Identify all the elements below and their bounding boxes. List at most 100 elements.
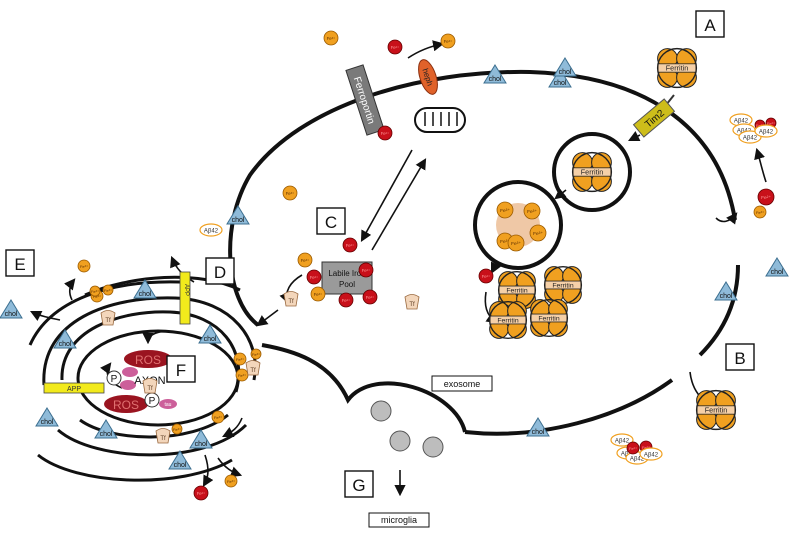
svg-text:P: P bbox=[149, 396, 156, 407]
svg-text:Fe³⁺: Fe³⁺ bbox=[173, 427, 181, 432]
cholesterol: chol bbox=[189, 429, 213, 449]
cholesterol: chol bbox=[53, 329, 77, 349]
svg-text:C: C bbox=[325, 213, 337, 232]
svg-text:Aβ42: Aβ42 bbox=[630, 457, 645, 463]
molecule-layer: Fe³⁺ Fe³⁺ Fe³⁺ Fe³⁺ Fe³⁺ Fe³⁺ Fe³⁺ Fe³⁺ Fe³⁺ Fe³⁺… bbox=[0, 30, 789, 501]
transferrin: Tf bbox=[404, 294, 420, 310]
svg-text:Fe³⁺: Fe³⁺ bbox=[286, 191, 295, 196]
transferrin: Tf bbox=[100, 310, 116, 326]
svg-text:Fe³⁺: Fe³⁺ bbox=[527, 209, 537, 215]
fe3-ion: Fe³⁺ bbox=[89, 285, 101, 297]
ros-lower: ROS bbox=[104, 395, 148, 413]
svg-text:Fe³⁺: Fe³⁺ bbox=[252, 352, 260, 357]
svg-text:chol: chol bbox=[59, 341, 72, 348]
svg-text:Fe²⁺: Fe²⁺ bbox=[391, 45, 400, 50]
panel-label-d: D bbox=[205, 257, 235, 285]
fe3-ion: Fe³⁺ bbox=[496, 201, 514, 219]
panel-label-a: A bbox=[695, 10, 725, 38]
app-label-upper: APP bbox=[183, 284, 189, 296]
fe2-ion: Fe²⁺ bbox=[757, 188, 775, 206]
phospho-tau-lower: P tau bbox=[144, 392, 177, 409]
svg-text:chol: chol bbox=[195, 441, 208, 448]
fe2-ion: Fe²⁺ bbox=[193, 485, 209, 501]
amyloid-beta: Aβ42 bbox=[754, 124, 778, 138]
svg-text:tau: tau bbox=[165, 402, 172, 408]
svg-text:Fe³⁺: Fe³⁺ bbox=[314, 292, 323, 297]
svg-text:chol: chol bbox=[100, 431, 113, 438]
app-protein-upper: APP bbox=[179, 271, 191, 325]
svg-text:Fe³⁺: Fe³⁺ bbox=[533, 231, 543, 237]
svg-text:Tf: Tf bbox=[250, 368, 256, 374]
exosome-label-box: exosome bbox=[431, 375, 493, 392]
svg-text:Tf: Tf bbox=[409, 302, 415, 308]
ferroportin-channel: Ferroportin bbox=[345, 64, 385, 136]
svg-text:chol: chol bbox=[139, 291, 152, 298]
svg-text:Fe³⁺: Fe³⁺ bbox=[756, 210, 764, 215]
svg-text:B: B bbox=[734, 349, 745, 368]
cholesterol: chol bbox=[94, 419, 118, 439]
panel-label-e: E bbox=[5, 249, 35, 277]
fe3-ion: Fe³⁺ bbox=[171, 423, 183, 435]
svg-text:Fe²⁺: Fe²⁺ bbox=[767, 121, 775, 126]
fe2-ion: Fe²⁺ bbox=[626, 441, 640, 455]
fe3-ion: Fe³⁺ bbox=[297, 252, 313, 268]
svg-text:Tf: Tf bbox=[288, 299, 294, 305]
svg-text:Ferritin: Ferritin bbox=[705, 406, 727, 415]
fe2-ion: Fe²⁺ bbox=[342, 237, 358, 253]
fe2-ion: Fe²⁺ bbox=[306, 269, 322, 285]
cholesterol: chol bbox=[168, 450, 192, 470]
amyloid-beta: Aβ42 bbox=[610, 433, 634, 447]
myelin-layer-2 bbox=[42, 296, 257, 386]
cholesterol: chol bbox=[548, 68, 572, 88]
cell-membrane-right bbox=[698, 264, 740, 357]
microglia-label-box: microglia bbox=[368, 512, 430, 528]
svg-text:Aβ42: Aβ42 bbox=[734, 119, 749, 125]
fe3-ion: Fe³⁺ bbox=[224, 474, 238, 488]
svg-text:chol: chol bbox=[232, 217, 245, 224]
svg-text:chol: chol bbox=[554, 80, 567, 87]
ferritin-cluster: Ferritin bbox=[488, 300, 528, 340]
fe2-ion: Fe²⁺ bbox=[377, 125, 393, 141]
fe3-ion: Fe³⁺ bbox=[523, 202, 541, 220]
svg-text:chol: chol bbox=[41, 419, 54, 426]
fe3-ion: Fe³⁺ bbox=[250, 348, 262, 360]
cholesterol: chol bbox=[526, 417, 550, 437]
svg-text:Aβ42: Aβ42 bbox=[759, 130, 774, 136]
svg-text:Fe²⁺: Fe²⁺ bbox=[761, 195, 771, 201]
svg-text:Fe³⁺: Fe³⁺ bbox=[104, 288, 112, 293]
svg-text:Fe³⁺: Fe³⁺ bbox=[227, 479, 235, 484]
svg-text:chol: chol bbox=[771, 269, 784, 276]
svg-text:Fe²⁺: Fe²⁺ bbox=[482, 274, 491, 279]
svg-text:Aβ42: Aβ42 bbox=[615, 439, 630, 445]
ferritin-cluster: Ferritin bbox=[656, 47, 698, 89]
cholesterol: chol bbox=[0, 299, 23, 319]
fe2-ion: Fe²⁺ bbox=[478, 268, 494, 284]
cholesterol: chol bbox=[765, 257, 789, 277]
myelin-layer-3b bbox=[37, 453, 233, 482]
svg-text:chol: chol bbox=[720, 293, 733, 300]
exosome-1 bbox=[370, 400, 392, 422]
panel-label-f: F bbox=[166, 355, 196, 383]
svg-text:Aβ42: Aβ42 bbox=[644, 453, 659, 459]
svg-text:microglia: microglia bbox=[381, 515, 417, 525]
fe3-ion: Fe³⁺ bbox=[753, 205, 767, 219]
svg-text:chol: chol bbox=[5, 311, 18, 318]
panel-label-b: B bbox=[725, 343, 755, 371]
svg-text:Fe³⁺: Fe³⁺ bbox=[91, 289, 99, 294]
svg-text:A: A bbox=[704, 16, 716, 35]
myelin-layer-2b bbox=[57, 423, 248, 457]
cholesterol: chol bbox=[553, 57, 577, 77]
cholesterol: chol bbox=[226, 205, 250, 225]
svg-text:D: D bbox=[214, 263, 226, 282]
cholesterol: chol bbox=[714, 281, 738, 301]
ferritin-cluster: Ferritin bbox=[543, 265, 583, 305]
svg-text:Fe²⁺: Fe²⁺ bbox=[366, 295, 375, 300]
fe3-ion: Fe³⁺ bbox=[529, 224, 547, 242]
svg-text:chol: chol bbox=[489, 76, 502, 83]
svg-text:Pool: Pool bbox=[339, 280, 355, 289]
svg-text:Fe²⁺: Fe²⁺ bbox=[362, 268, 371, 273]
cholesterol: chol bbox=[483, 64, 507, 84]
svg-text:Fe³⁺: Fe³⁺ bbox=[327, 36, 336, 41]
mitochondrion bbox=[414, 107, 466, 133]
svg-text:exosome: exosome bbox=[444, 379, 481, 389]
